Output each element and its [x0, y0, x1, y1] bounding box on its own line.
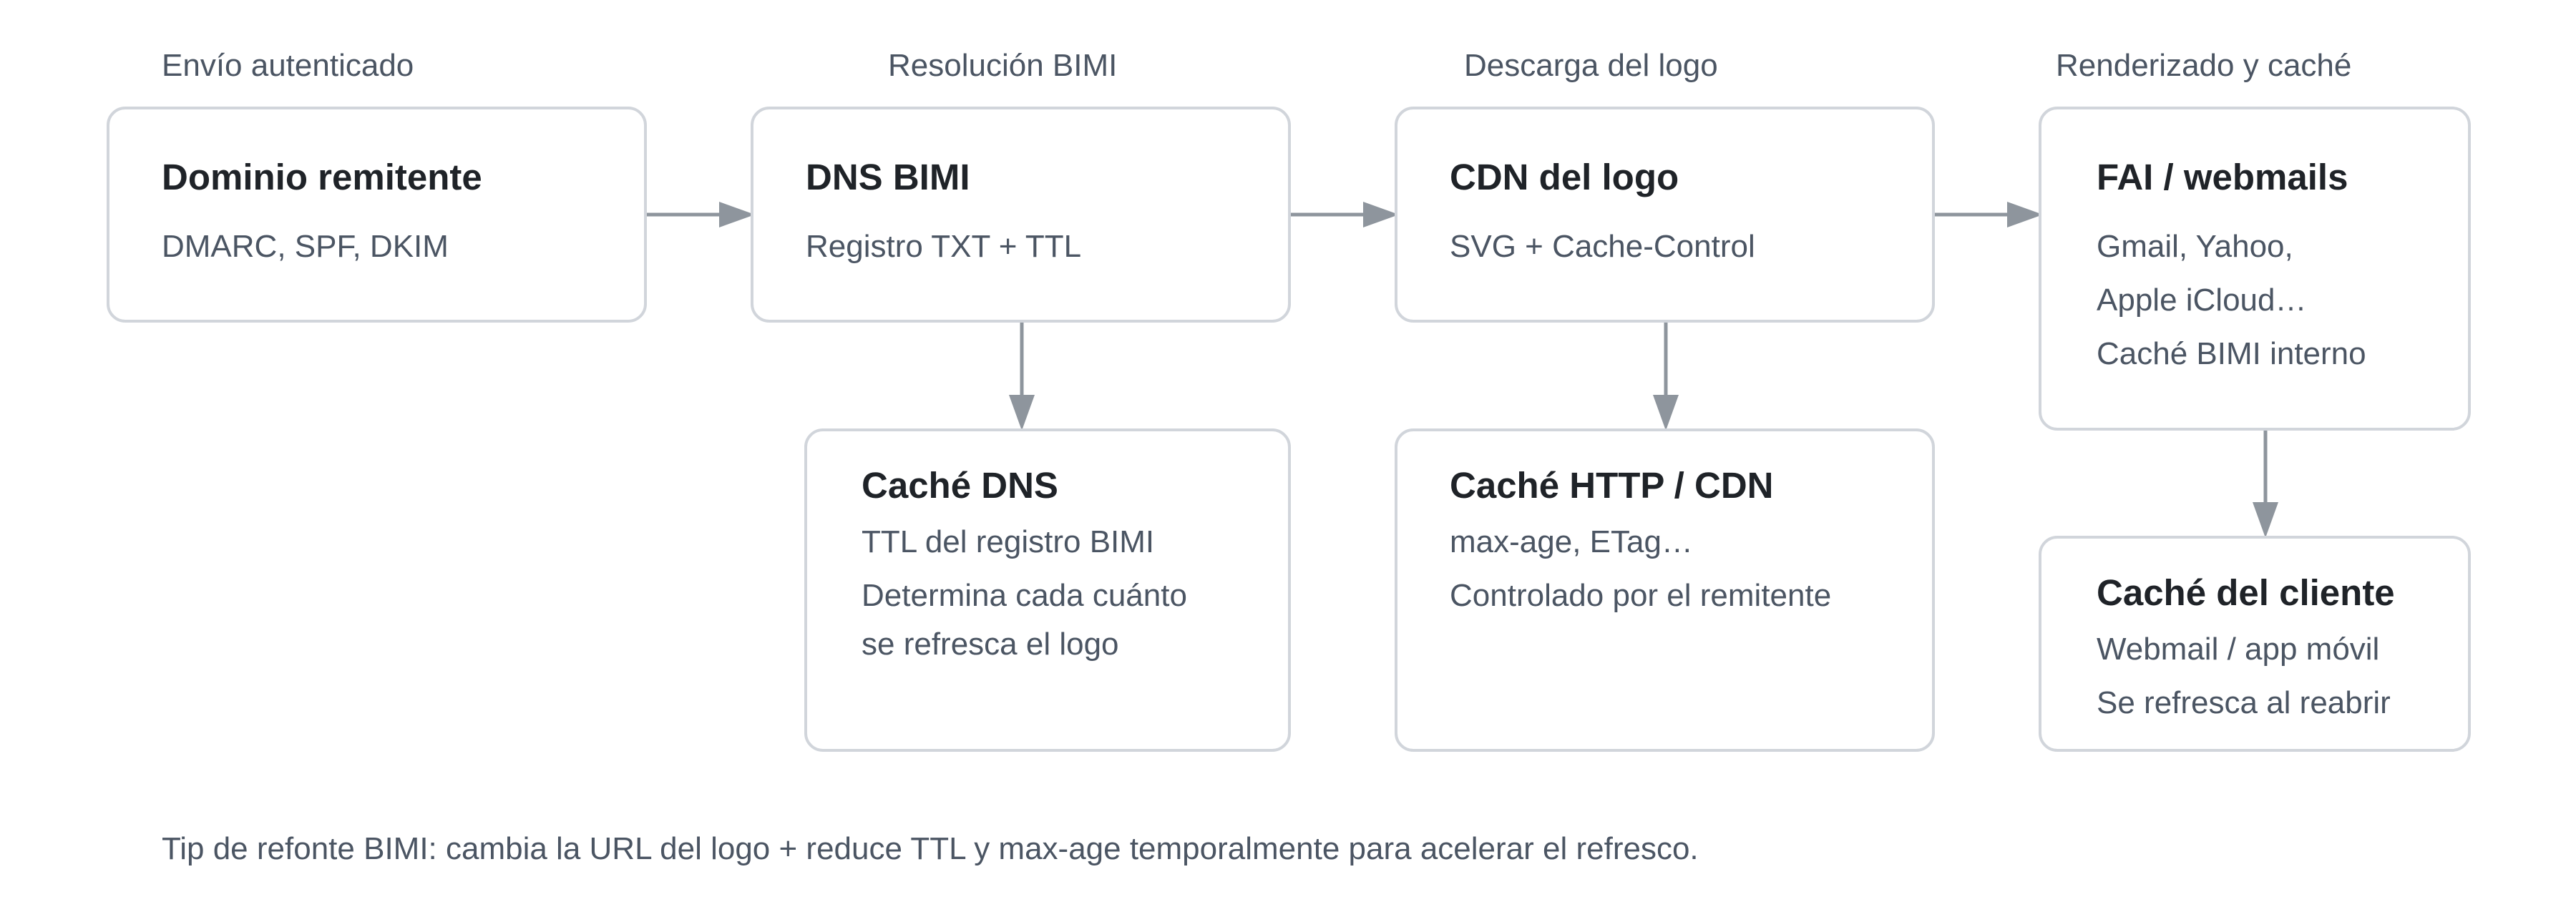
footnote-tip: Tip de refonte BIMI: cambia la URL del l…: [162, 831, 1699, 866]
node-detail: Determina cada cuánto: [862, 578, 1187, 613]
node-detail: max-age, ETag…: [1450, 524, 1693, 559]
node-detail: Se refresca al reabrir: [2097, 685, 2391, 720]
node-title: DNS BIMI: [806, 157, 970, 197]
node-dominio-remitente: Dominio remitente DMARC, SPF, DKIM: [107, 107, 647, 323]
node-dns-bimi: DNS BIMI Registro TXT + TTL: [751, 107, 1291, 323]
node-detail: Controlado por el remitente: [1450, 578, 1832, 613]
node-detail: DMARC, SPF, DKIM: [162, 229, 449, 264]
arrow-dns-to-cdn: [1291, 202, 1399, 227]
node-detail: Registro TXT + TTL: [806, 229, 1082, 264]
node-title: Dominio remitente: [162, 157, 482, 197]
node-detail: TTL del registro BIMI: [862, 524, 1155, 559]
node-title: Caché DNS: [862, 465, 1058, 506]
node-cache-cliente: Caché del cliente Webmail / app móvil Se…: [2039, 536, 2471, 752]
stage-label-descarga: Descarga del logo: [1464, 48, 1718, 83]
node-detail: Caché BIMI interno: [2097, 336, 2366, 371]
node-cache-dns: Caché DNS TTL del registro BIMI Determin…: [804, 428, 1291, 752]
stage-label-resolucion: Resolución BIMI: [888, 48, 1118, 83]
node-fai-webmails: FAI / webmails Gmail, Yahoo, Apple iClou…: [2039, 107, 2471, 431]
node-title: CDN del logo: [1450, 157, 1679, 197]
stage-label-envio: Envío autenticado: [162, 48, 414, 83]
arrow-cdn-to-cache-http: [1653, 322, 1679, 431]
arrow-fai-to-cache-cliente: [2253, 430, 2278, 538]
node-detail: Gmail, Yahoo,: [2097, 229, 2293, 264]
node-title: Caché HTTP / CDN: [1450, 465, 1774, 506]
node-cache-http-cdn: Caché HTTP / CDN max-age, ETag… Controla…: [1395, 428, 1935, 752]
arrow-dominio-to-dns: [647, 202, 755, 227]
node-cdn-logo: CDN del logo SVG + Cache-Control: [1395, 107, 1935, 323]
node-detail: Apple iCloud…: [2097, 283, 2307, 318]
node-detail: se refresca el logo: [862, 627, 1119, 662]
node-title: FAI / webmails: [2097, 157, 2348, 197]
node-detail: Webmail / app móvil: [2097, 632, 2380, 667]
arrow-cdn-to-fai: [1935, 202, 2043, 227]
stage-label-renderizado: Renderizado y caché: [2056, 48, 2352, 83]
arrow-dns-to-cache-dns: [1009, 322, 1035, 431]
node-title: Caché del cliente: [2097, 572, 2395, 613]
node-detail: SVG + Cache-Control: [1450, 229, 1755, 264]
